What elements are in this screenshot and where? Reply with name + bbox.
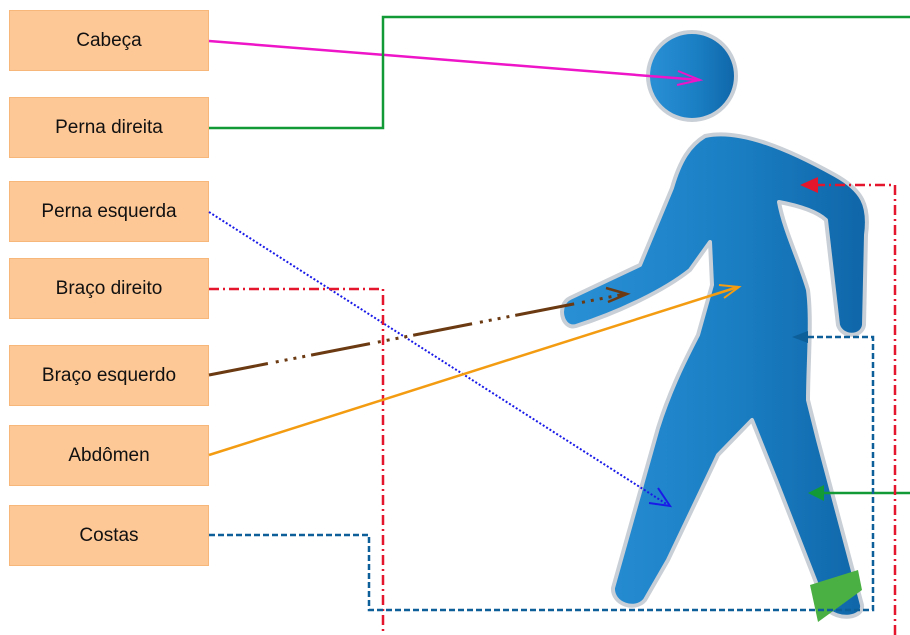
label-braco-direito-text: Braço direito bbox=[55, 277, 163, 299]
arrowhead-perna-direita bbox=[808, 485, 824, 501]
label-abdomen: Abdômen bbox=[9, 425, 209, 486]
connector-cabeca bbox=[208, 39, 704, 86]
connector-perna-esquerda bbox=[208, 211, 673, 508]
label-costas: Costas bbox=[9, 505, 209, 566]
label-cabeca: Cabeça bbox=[9, 10, 209, 71]
connector-braco-esquerdo bbox=[208, 286, 631, 377]
arrowhead-braco-direito bbox=[800, 177, 818, 193]
arrowhead-cabeca bbox=[676, 70, 704, 86]
label-perna-esquerda-text: Perna esquerda bbox=[41, 200, 177, 222]
label-costas-text: Costas bbox=[79, 524, 139, 546]
label-abdomen-text: Abdômen bbox=[68, 444, 150, 466]
label-perna-direita: Perna direita bbox=[9, 97, 209, 158]
label-braco-esquerdo: Braço esquerdo bbox=[9, 345, 209, 406]
arrowhead-costas bbox=[792, 331, 808, 343]
label-perna-esquerda: Perna esquerda bbox=[9, 181, 209, 242]
figure-body bbox=[560, 132, 869, 619]
label-braco-esquerdo-text: Braço esquerdo bbox=[41, 364, 177, 386]
connector-costas bbox=[209, 331, 875, 612]
arrowhead-perna-esquerda bbox=[648, 487, 673, 508]
label-braco-direito: Braço direito bbox=[9, 258, 209, 319]
label-perna-direita-text: Perna direita bbox=[55, 116, 163, 138]
label-cabeca-text: Cabeça bbox=[76, 29, 142, 51]
arrowhead-braco-esquerdo bbox=[605, 286, 631, 304]
arrowhead-abdomen bbox=[718, 284, 742, 299]
connector-abdomen bbox=[208, 284, 742, 457]
connector-braco-direito bbox=[209, 177, 897, 635]
walking-person-icon bbox=[560, 30, 869, 619]
